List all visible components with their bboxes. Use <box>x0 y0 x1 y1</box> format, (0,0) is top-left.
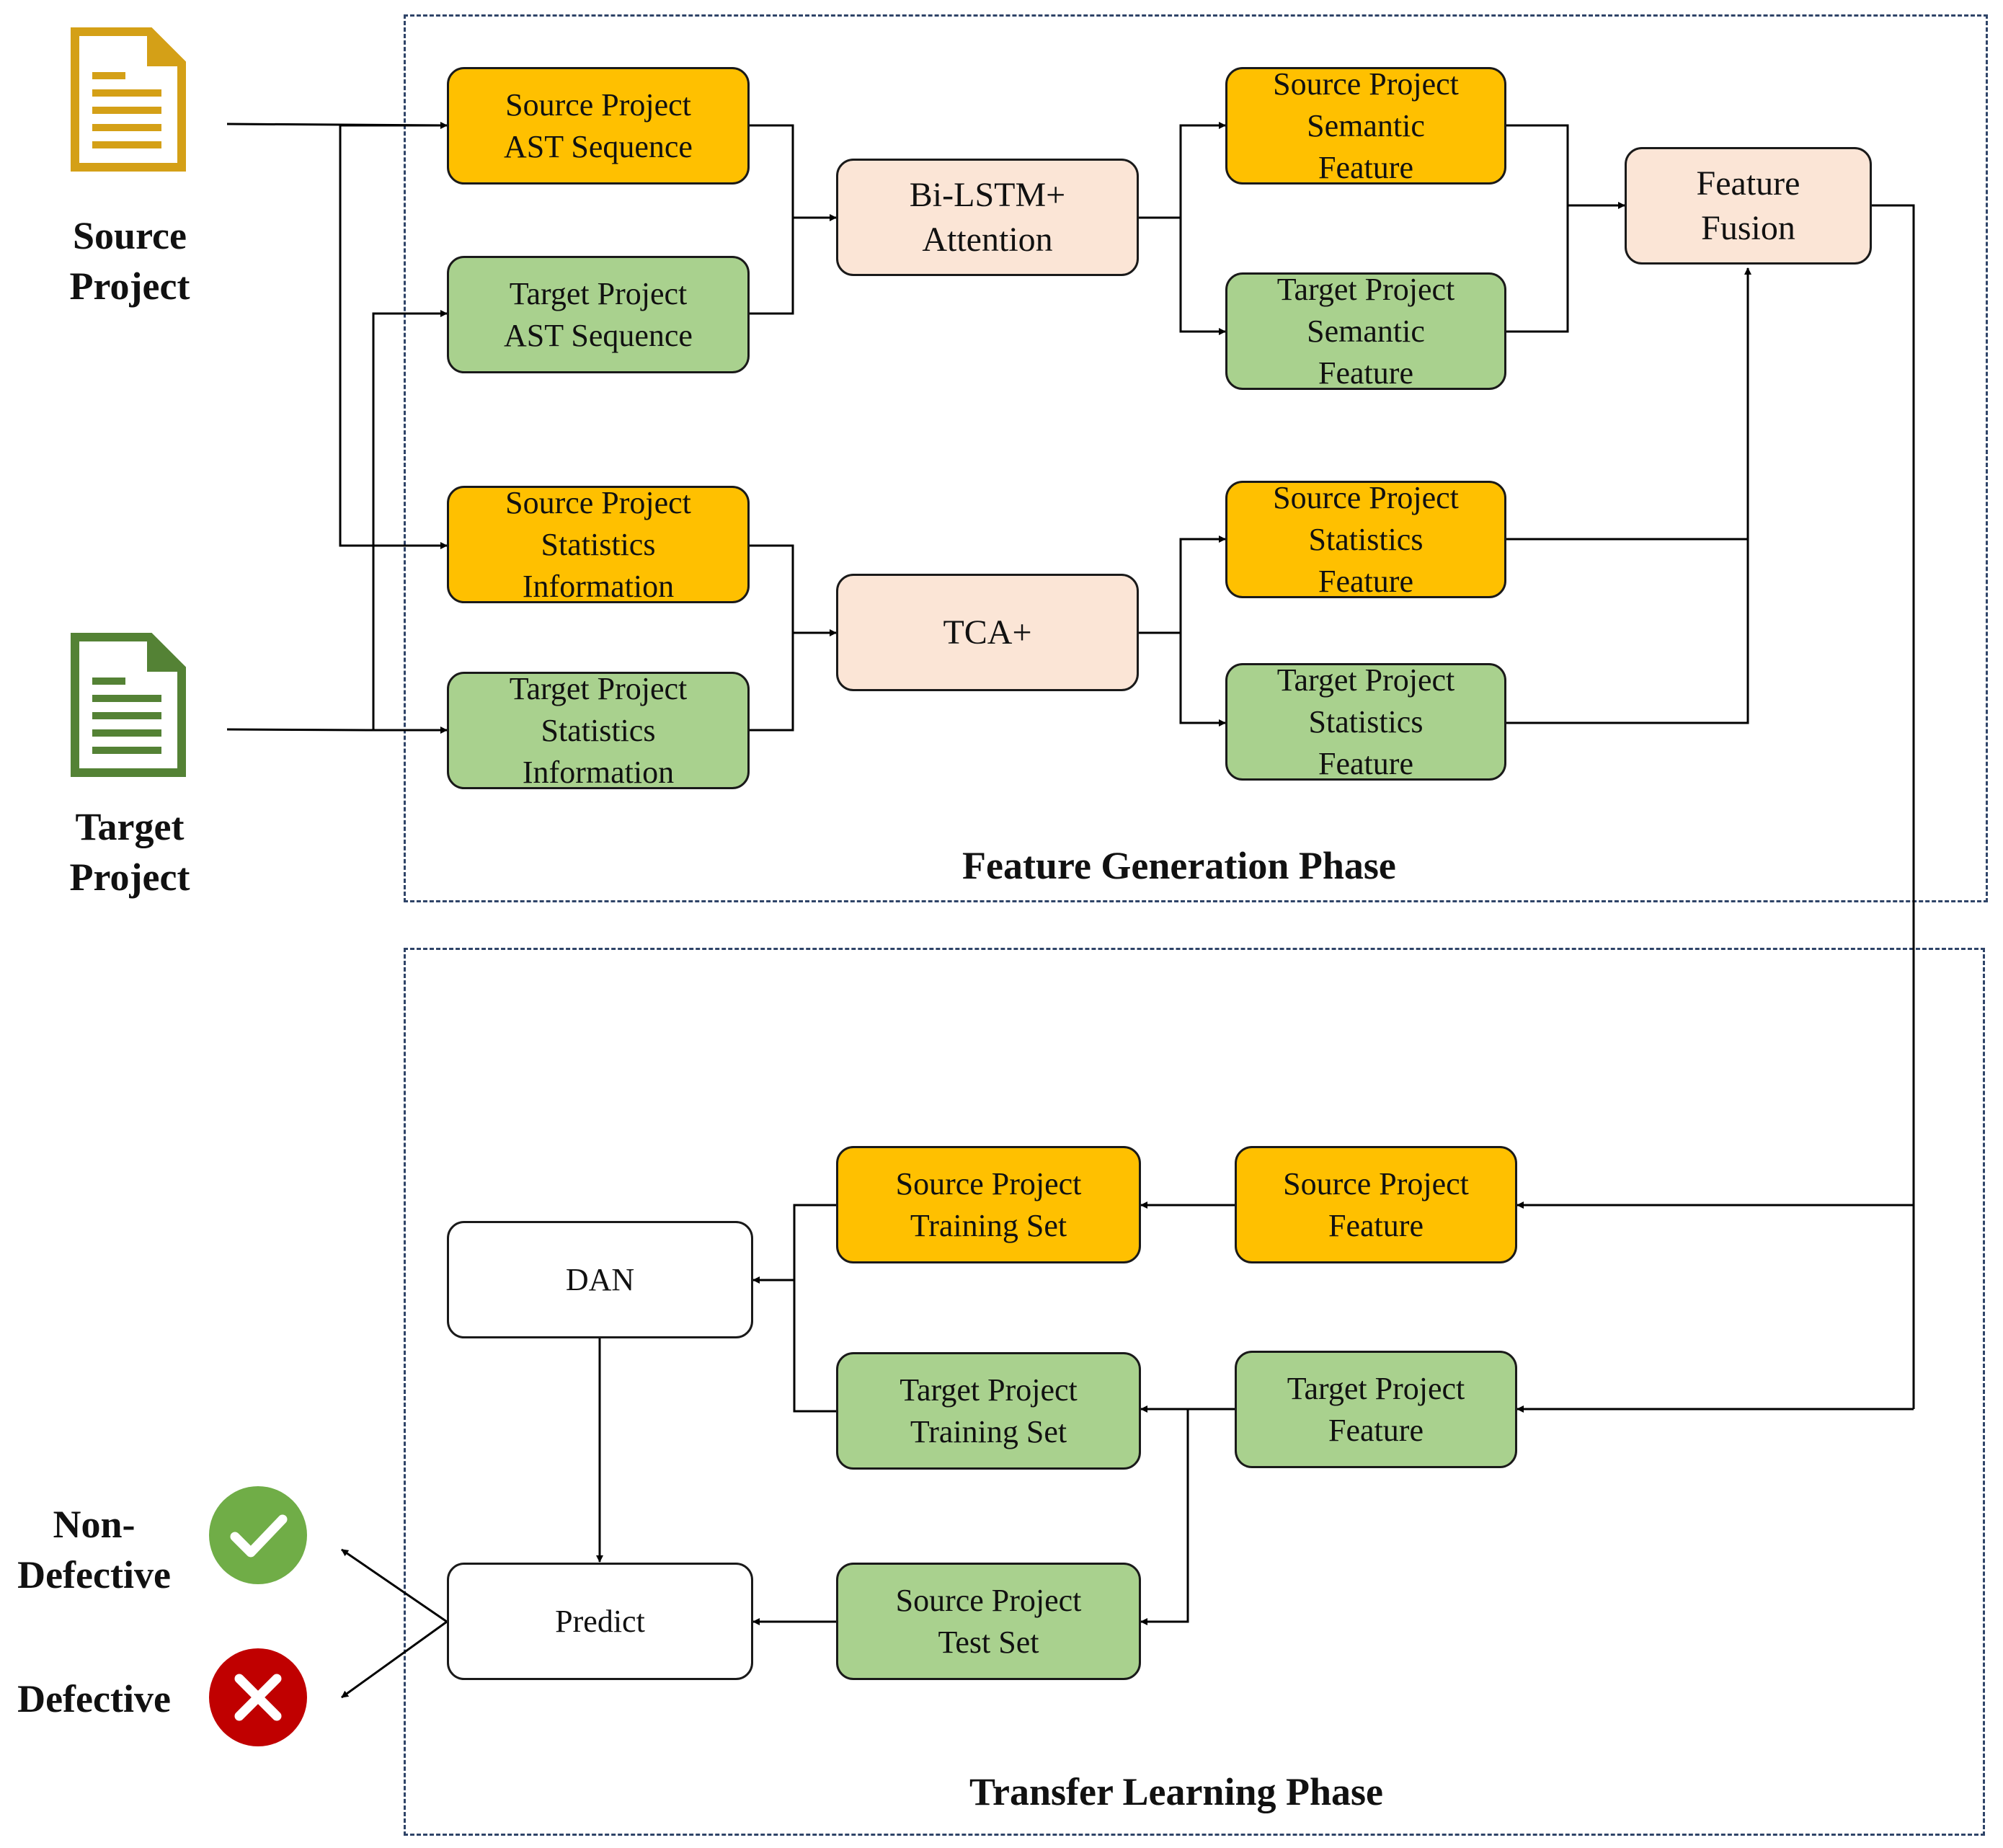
feature-generation-title: Feature Generation Phase <box>962 844 1396 887</box>
bilstm-out-2 <box>1179 218 1226 335</box>
target-feature-box: Target Project Feature <box>1235 1351 1517 1468</box>
cross-icon <box>209 1648 307 1746</box>
source-statistics-info-box: Source Project Statistics Information <box>447 486 750 603</box>
bilstm-out <box>1139 122 1226 219</box>
predict-box: Predict <box>447 1563 753 1680</box>
transfer-learning-title: Transfer Learning Phase <box>969 1770 1383 1813</box>
defective-label: Defective <box>17 1677 171 1720</box>
source-statistics-feature-box: Source Project Statistics Feature <box>1225 481 1506 598</box>
target-ast-sequence-box: Target Project AST Sequence <box>447 256 750 373</box>
tca-out <box>1139 536 1226 634</box>
target-semantic-feature-box: Target Project Semantic Feature <box>1225 272 1506 390</box>
source-semantic-feature-box: Source Project Semantic Feature <box>1225 67 1506 185</box>
feature-fusion-box: Feature Fusion <box>1625 147 1872 265</box>
checkmark-icon <box>209 1486 307 1584</box>
non-defective-label: Non- Defective <box>17 1503 171 1596</box>
source-project-label: Source Project <box>69 214 190 308</box>
target-project-label: Target Project <box>69 805 190 899</box>
train-merge <box>793 1204 836 1413</box>
tgt-input-line <box>226 728 374 732</box>
tgt-feat-to-test <box>1140 1409 1189 1625</box>
target-document-icon <box>71 633 186 777</box>
transfer-learning-phase <box>404 948 1985 1836</box>
statfeat-merge-2 <box>1506 267 1751 724</box>
target-training-set-box: Target Project Training Set <box>836 1352 1141 1470</box>
feature-generation-phase <box>404 14 1988 902</box>
ast-merge <box>750 124 794 315</box>
source-feature-box: Source Project Feature <box>1235 1146 1517 1263</box>
dan-box: DAN <box>447 1221 753 1338</box>
target-statistics-info-box: Target Project Statistics Information <box>447 672 750 789</box>
source-ast-sequence-box: Source Project AST Sequence <box>447 67 750 185</box>
source-document-icon <box>71 27 186 172</box>
src-to-stats-arrow <box>339 125 448 549</box>
to-non-defective <box>341 1548 448 1623</box>
sem-merge <box>1506 124 1569 333</box>
tca-out-2 <box>1179 633 1226 727</box>
to-defective <box>341 1620 448 1699</box>
fusion-down <box>1872 204 1915 1409</box>
source-training-set-box: Source Project Training Set <box>836 1146 1141 1263</box>
source-test-set-box: Source Project Test Set <box>836 1563 1141 1680</box>
tca-box: TCA+ <box>836 574 1139 691</box>
target-statistics-feature-box: Target Project Statistics Feature <box>1225 663 1506 781</box>
stats-merge <box>750 544 794 732</box>
tgt-to-ast-arrow <box>372 310 448 730</box>
bilstm-attention-box: Bi-LSTM+ Attention <box>836 159 1139 276</box>
